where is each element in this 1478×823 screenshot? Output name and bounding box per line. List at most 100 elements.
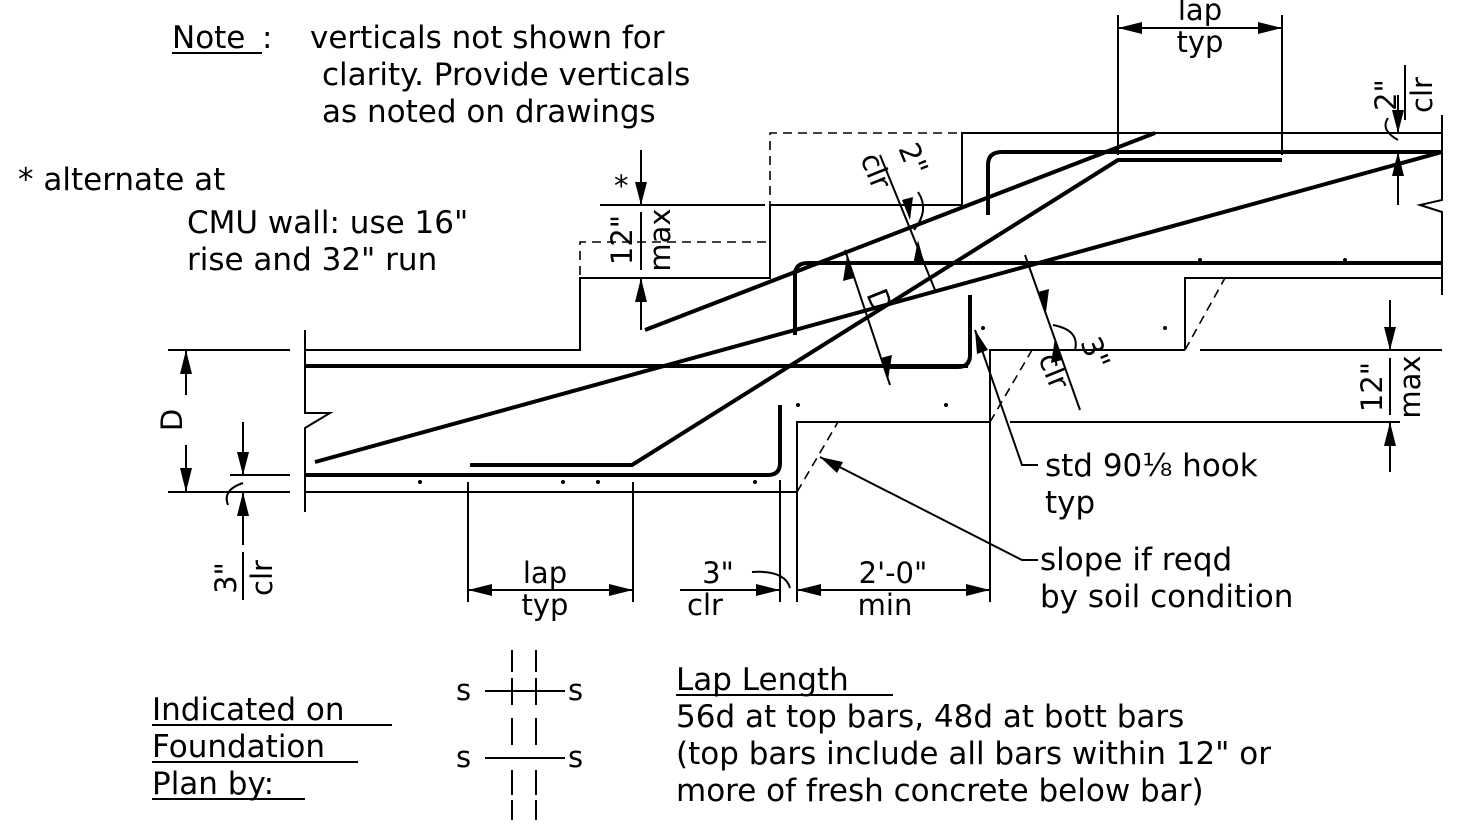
top-lap-label: lap (1178, 0, 1222, 27)
arrowhead (635, 278, 647, 302)
arrowhead (237, 492, 249, 516)
legend-line-2: Foundation (152, 729, 325, 765)
leader-curve (1052, 324, 1077, 351)
hook-leader (974, 329, 1038, 466)
note-line-3: as noted on drawings (322, 94, 656, 130)
bottom-3in-clear-dimension: 3" clr (680, 480, 798, 622)
arrowhead (820, 457, 843, 473)
diagonal-clr: clr (854, 148, 899, 194)
diagonal-2in: 2" (892, 138, 935, 180)
arrowhead (237, 452, 249, 475)
bar-dot (944, 403, 948, 407)
diagonal-bottom-bar (314, 150, 1443, 464)
left-12in: 12" (605, 215, 639, 265)
arrowhead (843, 256, 854, 281)
note-heading: Note (172, 20, 245, 56)
legend-line-1: Indicated on (152, 692, 345, 728)
lap-length-title: Lap Length (676, 662, 849, 698)
right-12in: 12" (1355, 362, 1389, 412)
arrowhead (1258, 22, 1282, 34)
dim-line (1024, 254, 1081, 411)
arrowhead (902, 197, 913, 220)
right-max: max (1393, 355, 1427, 418)
legend-block: Indicated on Foundation Plan by: (152, 692, 392, 802)
slope-line-1: slope if reqd (1040, 542, 1232, 578)
arrowhead (756, 584, 780, 596)
right-step-outline (1184, 277, 1442, 350)
bottom-typ-label: typ (522, 588, 569, 622)
left-clr: clr (245, 560, 279, 596)
hook-line-2: typ (1045, 485, 1095, 521)
lap-length-line-2: (top bars include all bars within 12" or (676, 736, 1271, 772)
bottom-lap-label: lap (523, 556, 567, 590)
top-right-clr: clr (1405, 77, 1439, 113)
arrowhead (635, 182, 647, 205)
mid-bar-hook (793, 261, 1442, 335)
hook-callout: std 90⅛ hook typ (974, 329, 1258, 521)
footing-outline (304, 115, 1443, 512)
step-symbol: s s s s (456, 650, 583, 820)
left-3in-clear-dimension: 3" clr (209, 422, 290, 600)
left-max: max (643, 208, 677, 271)
bar-dot (1198, 258, 1202, 262)
bottom-lap-bar (470, 158, 1282, 467)
arrowhead (468, 584, 492, 596)
symbol-s: s (456, 740, 471, 774)
arrowhead (966, 584, 990, 596)
diagonal-3in-clear-dimension: clr 3" (1024, 254, 1117, 411)
arrowhead (1384, 422, 1396, 446)
legend-line-3: Plan by: (152, 766, 274, 802)
arrowhead (1392, 110, 1404, 133)
leader-curve (751, 570, 791, 589)
top-lap-dimension: lap typ (1117, 0, 1283, 155)
alternate-line-3: rise and 32" run (187, 242, 437, 278)
lap-length-line-3: more of fresh concrete below bar) (676, 773, 1204, 809)
bottom-bar-lower-hook (305, 405, 782, 477)
arrowhead (797, 584, 821, 596)
top-right-2in: 2" (1369, 79, 1403, 111)
left-12in-max-dimension: * 12" max (580, 150, 765, 330)
arrowhead (609, 584, 633, 596)
bottom-step-outline (305, 349, 1185, 493)
lap-length-line-1: 56d at top bars, 48d at bott bars (676, 699, 1184, 735)
arrowhead (1392, 152, 1404, 176)
bottom-clr: clr (687, 588, 723, 622)
arrowhead (1051, 338, 1062, 363)
symbol-s: s (456, 673, 471, 707)
hooked-bar-90 (890, 295, 972, 369)
symbol-s: s (568, 673, 583, 707)
left-star: * (614, 169, 629, 203)
arrowhead (180, 350, 192, 374)
slope-callout: slope if reqd by soil condition (819, 456, 1293, 615)
leader-curve (913, 191, 925, 231)
top-typ-label: typ (1177, 25, 1224, 59)
arrowhead (975, 330, 988, 354)
arrowhead (1038, 289, 1049, 312)
diagonal-3in: 3" (1074, 332, 1117, 374)
soil-slope-line-2 (989, 349, 1033, 423)
bar-dot (418, 480, 422, 484)
note-line-1: verticals not shown for (310, 20, 665, 56)
note-block: Note : verticals not shown for clarity. … (172, 20, 690, 130)
bar-dot (1163, 326, 1167, 330)
bar-dot (796, 403, 800, 407)
run-2ft: 2'-0" (859, 556, 928, 590)
arrowhead (1118, 22, 1142, 34)
slope-line-2: by soil condition (1040, 579, 1293, 615)
left-d: D (155, 409, 189, 431)
symbol-s: s (568, 740, 583, 774)
diagonal-3-clr: clr (1032, 348, 1077, 394)
left-depth-dimension: D (155, 349, 290, 493)
bar-dot (561, 480, 565, 484)
bar-dot (1343, 258, 1347, 262)
reinforcing-bars (305, 131, 1443, 484)
hook-line-1: std 90⅛ hook (1045, 448, 1258, 484)
alternate-note: * alternate at CMU wall: use 16" rise an… (18, 162, 468, 278)
top-bar-upper-hook (986, 150, 1442, 215)
soil-slope-line-1 (796, 421, 839, 493)
bar-dot (596, 480, 600, 484)
upper-step-outline (305, 132, 1442, 351)
note-line-2: clarity. Provide verticals (322, 57, 690, 93)
arrowhead (180, 468, 192, 492)
